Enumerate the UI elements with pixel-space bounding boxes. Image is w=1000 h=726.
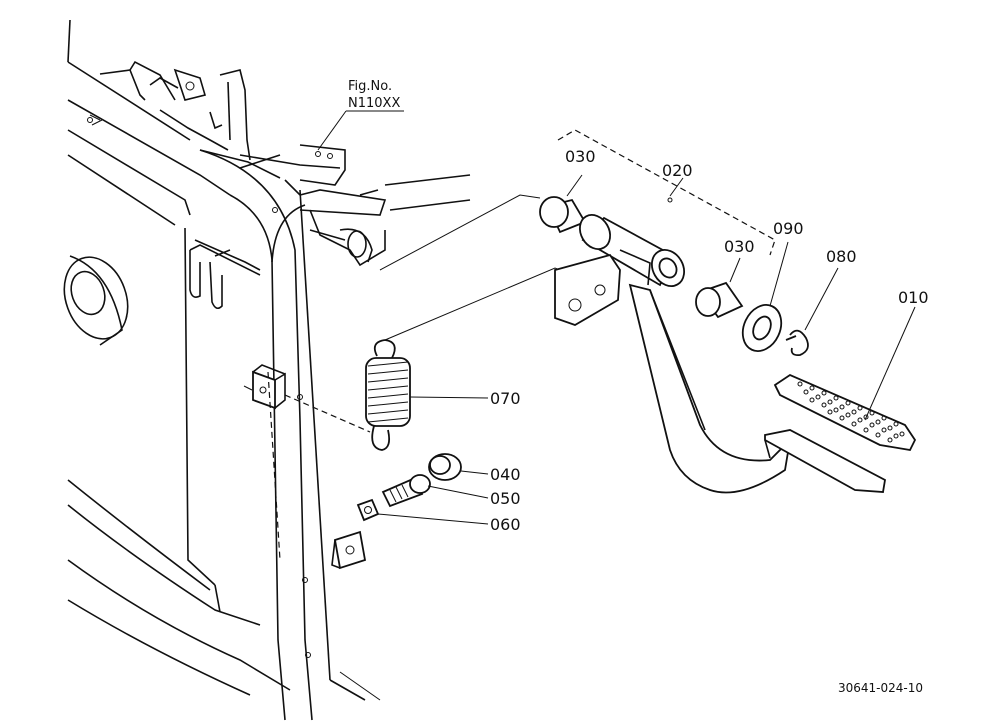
callout-030-left: 030 <box>565 147 596 166</box>
bushing-030-left <box>539 174 587 234</box>
callout-050: 050 <box>490 489 521 508</box>
drawing-id: 30641-024-10 <box>838 681 923 695</box>
spring-070 <box>365 339 489 451</box>
washer-090 <box>741 241 789 352</box>
callout-080: 080 <box>826 247 857 266</box>
callout-040: 040 <box>490 465 521 484</box>
callout-060: 060 <box>490 515 521 534</box>
callout-010: 010 <box>898 288 929 307</box>
spring-bracket <box>243 364 371 561</box>
snap-ring-080 <box>785 267 839 357</box>
callout-070: 070 <box>490 389 521 408</box>
fig-no-code: N110XX <box>348 96 400 111</box>
linkage-leaders <box>379 194 561 341</box>
bolt-bracket <box>331 530 367 570</box>
tractor-frame <box>63 19 381 721</box>
callout-030-right: 030 <box>724 237 755 256</box>
bolt-assembly <box>356 453 489 525</box>
pad-texture <box>797 381 905 443</box>
callout-090: 090 <box>773 219 804 238</box>
fig-no-label: Fig.No. <box>348 79 392 94</box>
pedal-020 <box>554 177 886 494</box>
assembly-bracket <box>557 129 776 256</box>
figure-reference: Fig.No. N110XX <box>317 79 404 151</box>
callout-labels: 030 020 030 090 080 010 070 040 050 060 <box>490 147 929 534</box>
pedal-pad-010 <box>773 306 917 451</box>
upper-linkage <box>99 60 471 267</box>
bushing-030-right <box>695 257 744 319</box>
callout-020: 020 <box>662 161 693 180</box>
